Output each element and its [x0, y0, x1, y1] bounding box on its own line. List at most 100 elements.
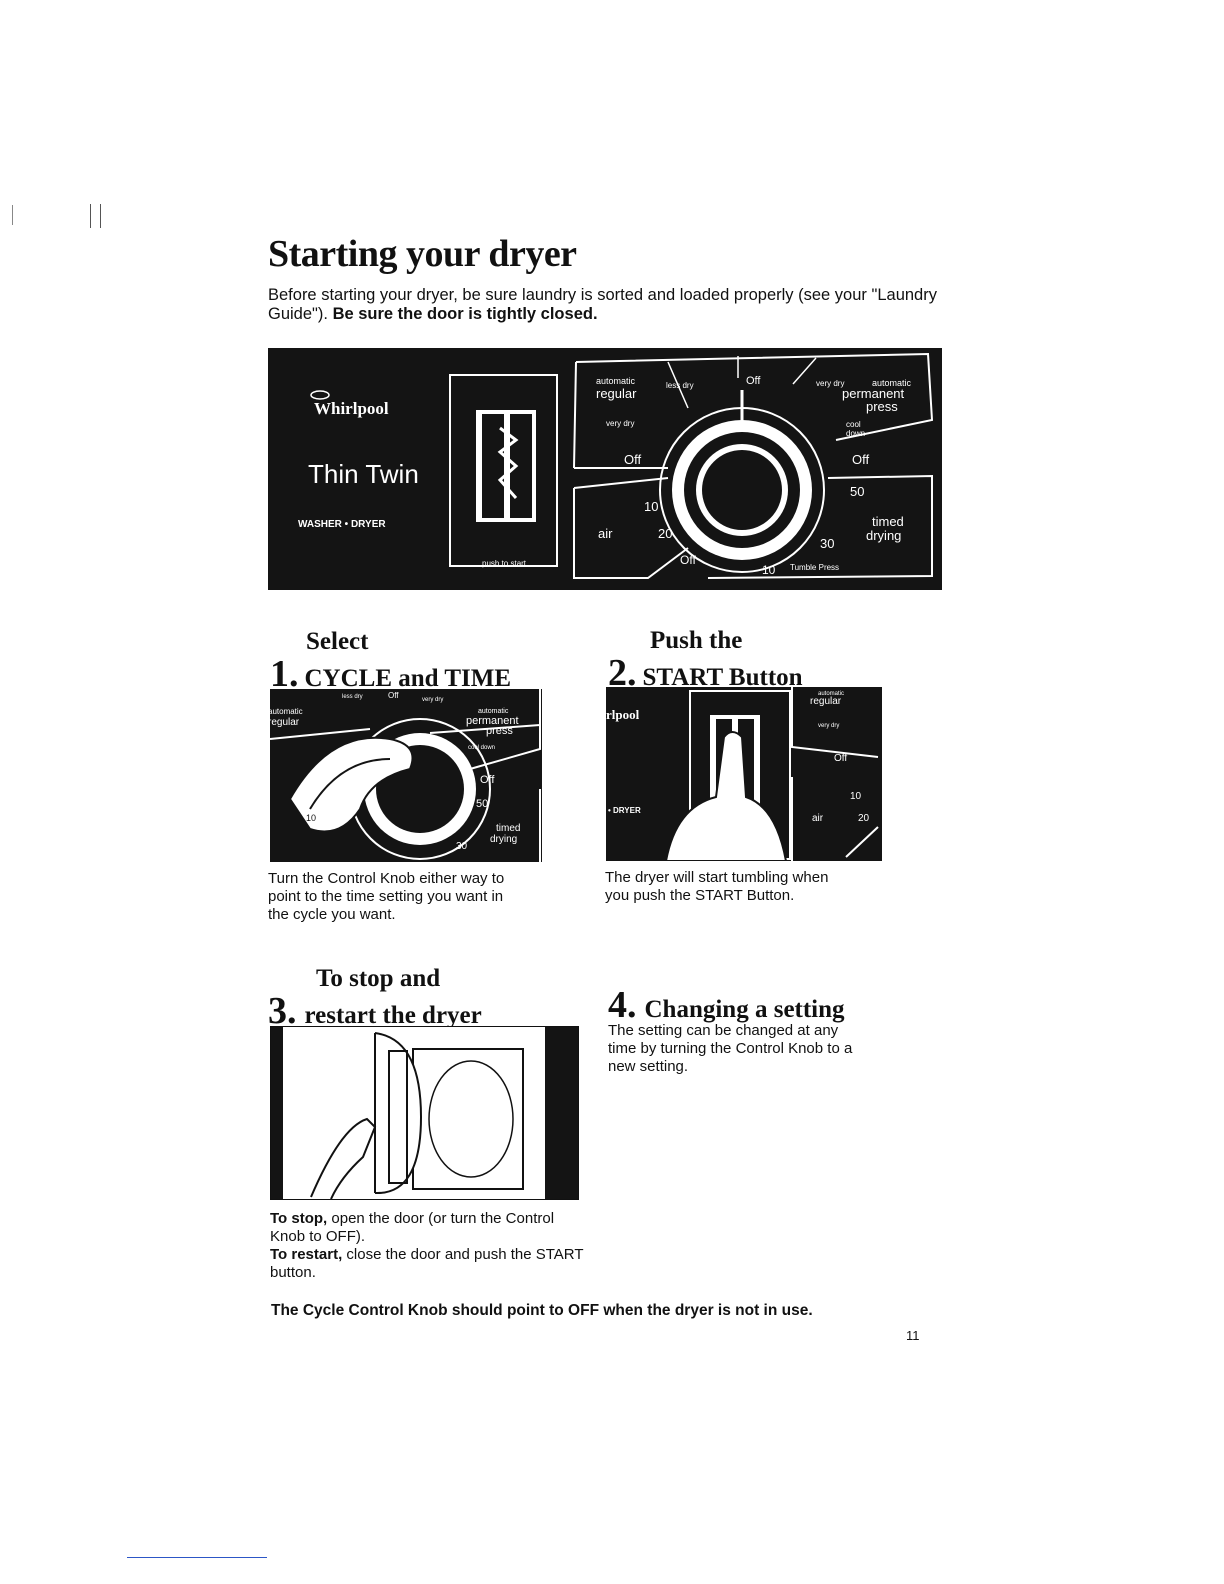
fig1-ten: 10: [306, 813, 316, 823]
label-very-dry-left: very dry: [606, 419, 634, 428]
step-4-number: 4.: [608, 984, 637, 1026]
intro-paragraph: Before starting your dryer, be sure laun…: [268, 286, 948, 324]
step-2-line1: Push the: [650, 627, 743, 654]
step-4-heading: 4. Changing a setting: [608, 986, 928, 1024]
step-2-number: 2.: [608, 652, 637, 694]
fig1-off: Off: [388, 691, 399, 700]
fig1-thirty: 30: [456, 841, 468, 852]
label-cool: cool: [846, 420, 861, 429]
label-ten-left: 10: [644, 499, 658, 514]
control-panel-illustration: less dry Off very dry automatic regular …: [268, 348, 942, 590]
step-4-caption-line: The setting can be changed at any: [608, 1022, 839, 1039]
label-automatic-right: automatic: [872, 378, 912, 388]
scan-mark: [100, 204, 101, 228]
fig1-automatic-left: automatic: [270, 707, 303, 716]
label-off-left: Off: [624, 452, 641, 467]
step-3-heading: To stop and 3. restart the dryer: [268, 965, 588, 1030]
fig1-regular: regular: [270, 717, 300, 728]
fig2-brand: rlpool: [606, 707, 640, 722]
scan-mark: [12, 205, 13, 225]
step-3-figure: [270, 1026, 579, 1200]
fig2-very-dry: very dry: [818, 723, 839, 729]
step-3-stop-bold: To stop,: [270, 1210, 328, 1227]
fig2-regular: regular: [810, 696, 842, 707]
label-permanent: permanent: [842, 386, 905, 401]
step-2-figure: rlpool automatic regular very dry Off 10…: [606, 687, 882, 861]
push-to-start-label: push to start: [482, 559, 527, 568]
step-3-drawing: [271, 1027, 578, 1199]
step-2-drawing: rlpool automatic regular very dry Off 10…: [606, 687, 879, 861]
label-tumble-press: Tumble Press: [790, 563, 839, 572]
step-2-caption: The dryer will start tumbling when you p…: [605, 869, 925, 905]
fig2-twenty: 20: [858, 813, 870, 824]
label-timed: timed: [872, 514, 904, 529]
label-less-dry: less dry: [666, 381, 694, 390]
label-off-top: Off: [746, 375, 761, 387]
step-4-caption-line: new setting.: [608, 1058, 689, 1075]
label-fifty: 50: [850, 484, 864, 499]
page-number: 11: [906, 1328, 920, 1343]
step-1-figure: less dry Off very dry automatic regular …: [270, 689, 542, 862]
label-drying: drying: [866, 528, 901, 543]
model-logo: Thin Twin: [308, 459, 419, 489]
label-down: down: [846, 429, 865, 438]
step-1-caption-line: the cycle you want.: [268, 906, 396, 923]
label-air: air: [598, 526, 613, 541]
page-title: Starting your dryer: [268, 233, 577, 275]
step-1-caption: Turn the Control Knob either way to poin…: [268, 870, 588, 924]
fig2-dryer: • DRYER: [608, 806, 641, 815]
step-1-line2: CYCLE and TIME: [304, 665, 512, 692]
footer-note: The Cycle Control Knob should point to O…: [271, 1302, 813, 1319]
step-3-restart-bold: To restart,: [270, 1246, 343, 1263]
step-1-number: 1.: [270, 653, 299, 695]
step-1-drawing: less dry Off very dry automatic regular …: [270, 689, 541, 862]
label-ten-bottom: 10: [762, 563, 776, 577]
step-1-heading: Select 1. CYCLE and TIME: [270, 628, 570, 693]
step-2-line2: START Button: [642, 664, 803, 691]
label-thirty: 30: [820, 536, 834, 551]
brand-logo: Whirlpool: [314, 399, 389, 418]
label-off-right: Off: [852, 452, 869, 467]
step-3-line1: To stop and: [316, 965, 441, 992]
step-3-line2: restart the dryer: [304, 1002, 482, 1029]
scan-mark: [90, 204, 91, 228]
step-4-caption: The setting can be changed at any time b…: [608, 1022, 938, 1076]
fig1-press: press: [486, 725, 513, 737]
step-1-caption-line: Turn the Control Knob either way to: [268, 870, 505, 887]
step-3-stop-text: open the door (or turn the Control Knob …: [270, 1210, 555, 1245]
label-twenty: 20: [658, 526, 672, 541]
label-very-dry-top: very dry: [816, 379, 844, 388]
label-automatic-left: automatic: [596, 376, 636, 386]
intro-bold: Be sure the door is tightly closed.: [332, 305, 598, 323]
step-3-restart-text: close the door and push the START button…: [270, 1246, 584, 1281]
control-panel-drawing: less dry Off very dry automatic regular …: [298, 352, 934, 579]
step-3-caption: To stop, open the door (or turn the Cont…: [270, 1210, 590, 1282]
step-2-caption-line: The dryer will start tumbling when: [605, 869, 829, 886]
fig1-permanent: permanent: [466, 715, 519, 727]
fig1-less-dry: less dry: [342, 694, 363, 700]
fig1-timed: timed: [496, 823, 520, 834]
label-regular: regular: [596, 386, 637, 401]
step-4-line2: Changing a setting: [644, 996, 845, 1023]
scan-line: [127, 1557, 267, 1558]
step-1-line1: Select: [306, 628, 369, 655]
panel-subtitle: WASHER • DRYER: [298, 519, 386, 530]
label-off-bottom: Off: [680, 553, 696, 567]
step-2-heading: Push the 2. START Button: [608, 627, 908, 692]
step-2-caption-line: you push the START Button.: [605, 887, 795, 904]
fig1-off-right: Off: [480, 774, 495, 786]
fig2-automatic: automatic: [818, 691, 844, 697]
fig1-fifty: 50: [476, 798, 488, 810]
fig1-drying: drying: [490, 834, 517, 845]
fig1-cool-down: cool down: [468, 745, 495, 751]
step-1-caption-line: point to the time setting you want in: [268, 888, 504, 905]
fig1-very-dry: very dry: [422, 697, 443, 703]
fig2-off: Off: [834, 753, 847, 764]
intro-text: Before starting your dryer, be sure laun…: [268, 286, 937, 323]
step-3-number: 3.: [268, 990, 297, 1032]
fig1-automatic-right: automatic: [478, 708, 509, 715]
fig2-ten: 10: [850, 791, 862, 802]
label-press: press: [866, 399, 898, 414]
step-4-caption-line: time by turning the Control Knob to a: [608, 1040, 853, 1057]
fig2-air: air: [812, 813, 824, 824]
